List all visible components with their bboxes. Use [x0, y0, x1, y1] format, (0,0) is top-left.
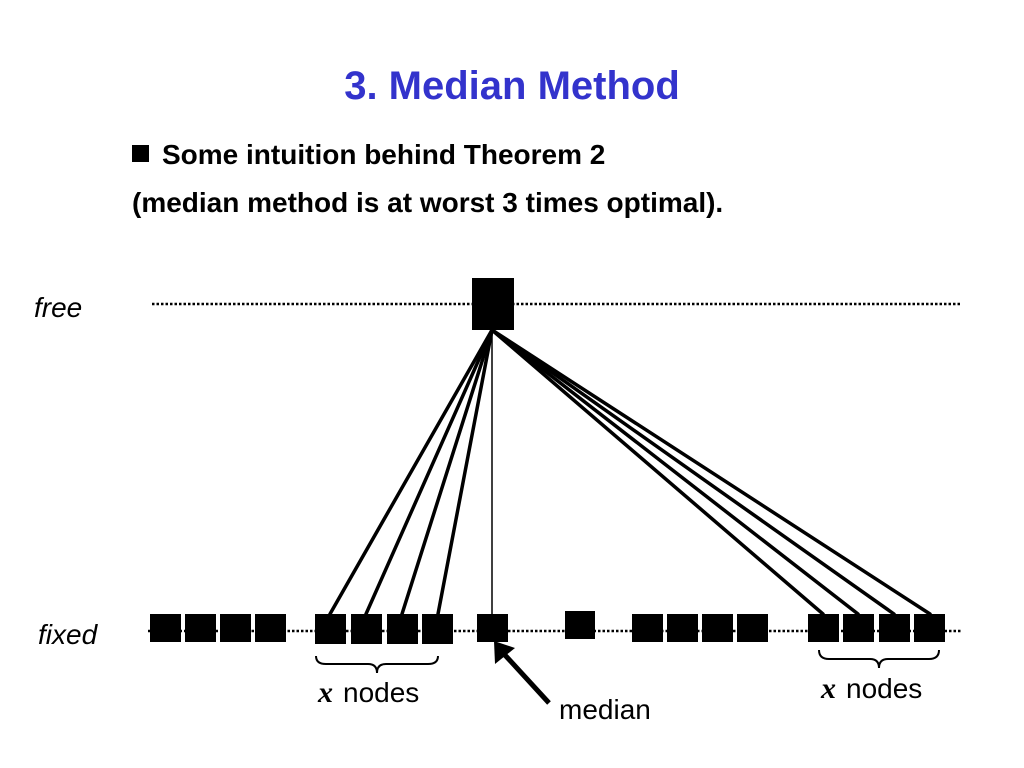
- median-node: [477, 614, 508, 642]
- fixed-node: [422, 614, 453, 644]
- slide-title: 3. Median Method: [344, 64, 680, 108]
- bullet-point: Some intuition behind Theorem 2: [132, 138, 605, 172]
- edge: [328, 328, 494, 616]
- right-group-brace: [818, 649, 940, 669]
- right-group-variable: x: [820, 672, 836, 705]
- fixed-node: [843, 614, 874, 642]
- left-group-brace: [315, 655, 439, 674]
- bullet-text: Some intuition behind Theorem 2: [162, 139, 606, 170]
- edges: [328, 328, 932, 616]
- fixed-node: [351, 614, 382, 644]
- median-arrow-head-icon: [494, 641, 515, 664]
- edge: [490, 328, 825, 616]
- fixed-row-label: fixed: [38, 619, 99, 650]
- median-label: median: [559, 694, 651, 725]
- edge: [490, 328, 860, 616]
- fixed-node: [914, 614, 945, 642]
- fixed-node: [150, 614, 181, 642]
- fixed-node: [737, 614, 768, 642]
- median-arrow-shaft: [502, 652, 551, 705]
- fixed-node: [879, 614, 910, 642]
- free-node: [472, 278, 514, 330]
- fixed-node: [220, 614, 251, 642]
- edge: [490, 328, 932, 616]
- edge: [490, 328, 896, 616]
- edge: [436, 328, 494, 616]
- fixed-nodes: [150, 611, 945, 644]
- square-bullet-icon: [132, 145, 149, 162]
- bullet-subtext: (median method is at worst 3 times optim…: [132, 187, 724, 218]
- edge: [400, 328, 494, 616]
- fixed-node: [632, 614, 663, 642]
- fixed-node: [667, 614, 698, 642]
- left-group-text: nodes: [343, 677, 419, 708]
- fixed-node: [315, 614, 346, 644]
- free-row-label: free: [34, 292, 82, 323]
- fixed-node: [808, 614, 839, 642]
- fixed-node: [255, 614, 286, 642]
- fixed-node: [702, 614, 733, 642]
- edge: [364, 328, 494, 616]
- fixed-node: [387, 614, 418, 644]
- fixed-node: [565, 611, 595, 639]
- left-group-variable: x: [317, 676, 333, 709]
- right-group-text: nodes: [846, 673, 922, 704]
- fixed-node: [185, 614, 216, 642]
